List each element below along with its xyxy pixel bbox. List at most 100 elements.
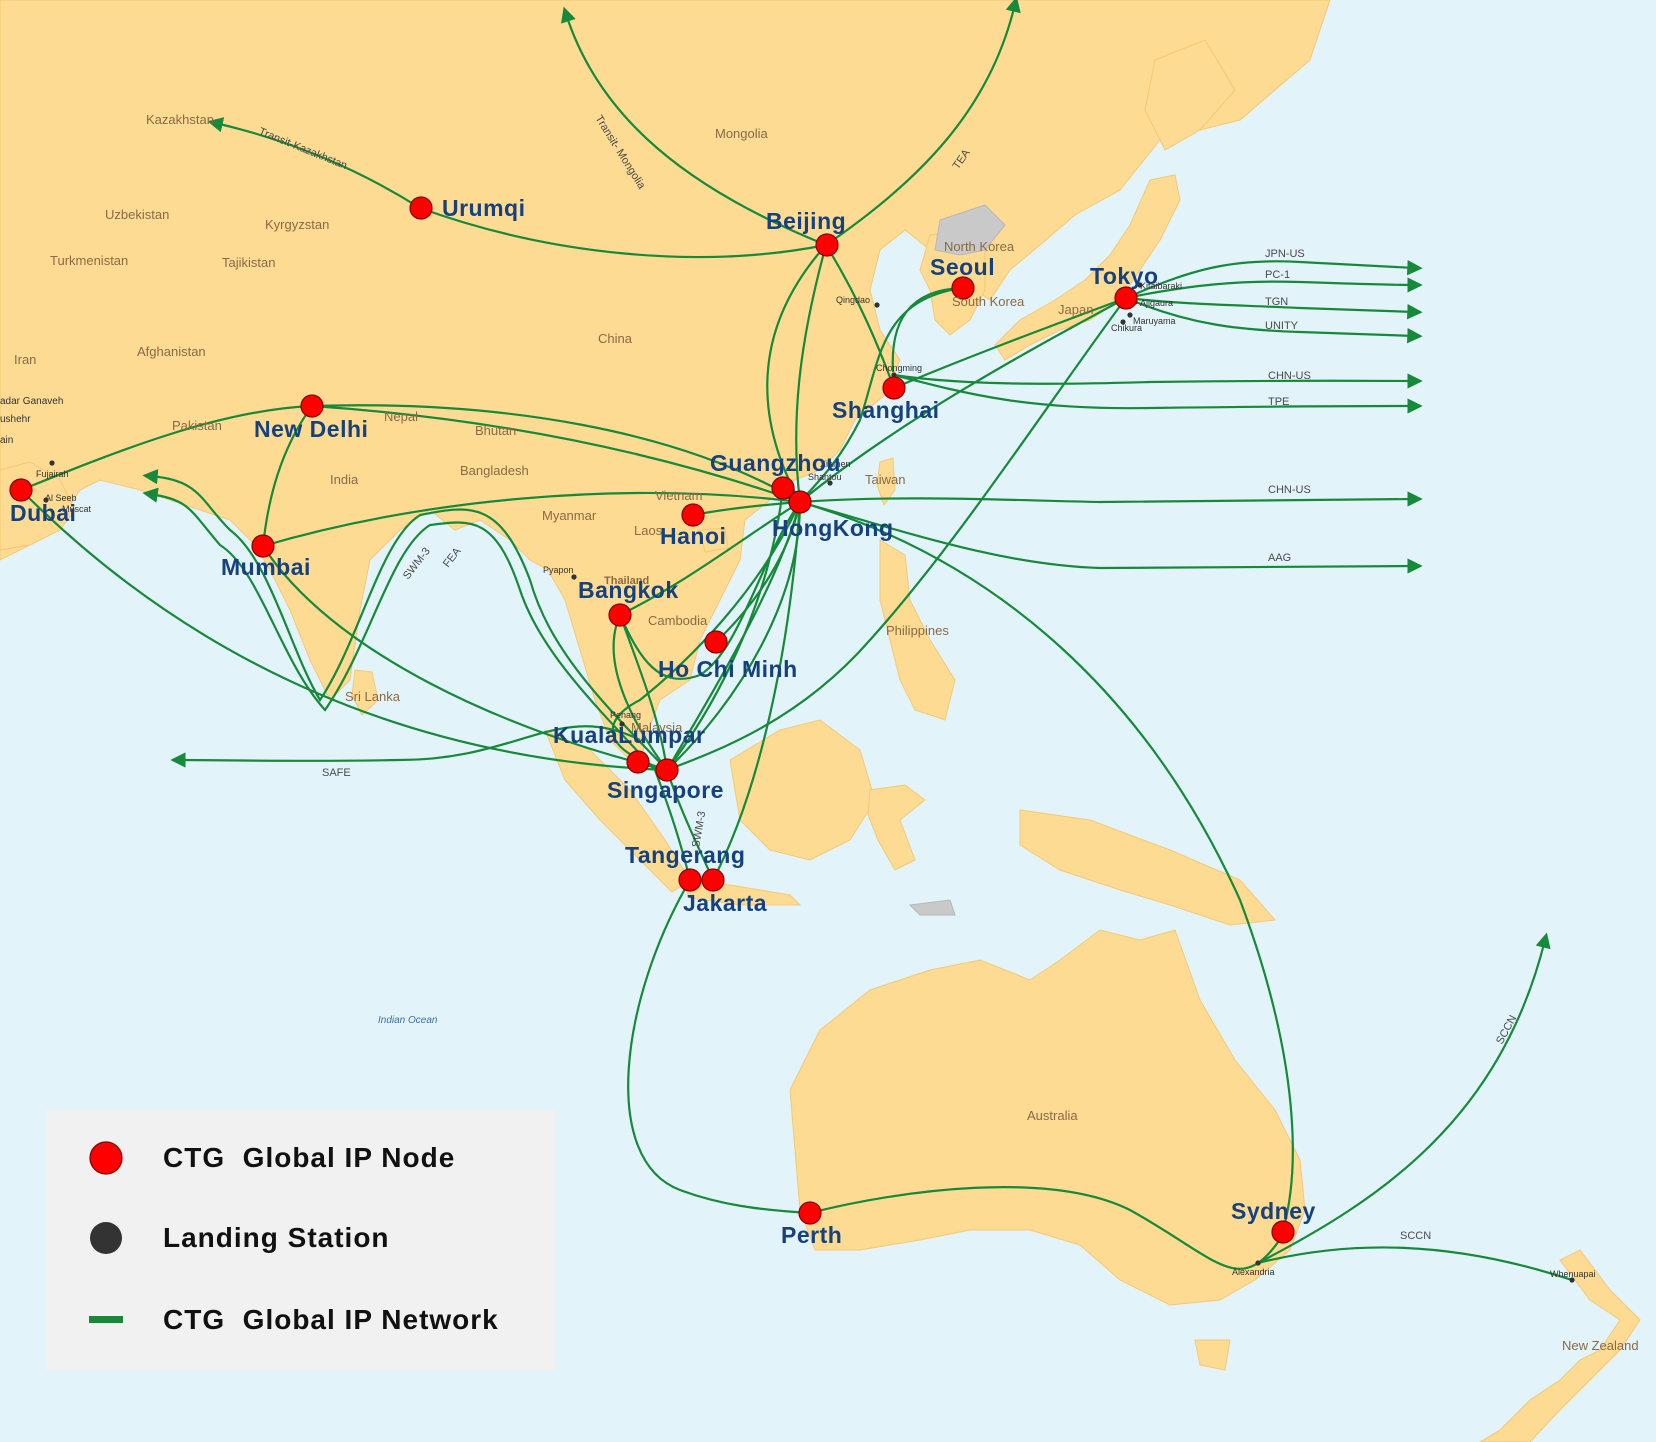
city-label-urumqi: Urumqi bbox=[442, 195, 526, 221]
station-whenuapai bbox=[1569, 1277, 1575, 1283]
node-new-delhi[interactable] bbox=[300, 394, 324, 418]
station-label: Al Seeb bbox=[45, 493, 77, 503]
country-label: Pakistan bbox=[172, 418, 222, 433]
hainan bbox=[699, 527, 729, 553]
route-newdelhi-hk bbox=[311, 404, 801, 503]
route-beijing-hk-1 bbox=[766, 244, 827, 503]
country-label: Turkmenistan bbox=[50, 253, 128, 268]
city-label-beijing: Beijing bbox=[766, 208, 846, 234]
route-perth-sydney bbox=[809, 1186, 1284, 1270]
station-label: Maruyama bbox=[1133, 316, 1176, 326]
city-label-jakarta: Jakarta bbox=[683, 890, 767, 916]
node-seoul[interactable] bbox=[951, 276, 975, 300]
node-hongkong[interactable] bbox=[788, 490, 812, 514]
node-urumqi[interactable] bbox=[409, 196, 433, 220]
tasmania bbox=[1194, 1339, 1231, 1371]
country-label: Thailand bbox=[604, 575, 649, 587]
country-label: Bangladesh bbox=[460, 463, 529, 478]
legend: CTG Global IP Node Landing Station CTG G… bbox=[45, 1110, 555, 1370]
route-hk-singapore-3 bbox=[611, 501, 802, 772]
node-perth[interactable] bbox=[798, 1201, 822, 1225]
route-chn-us-2 bbox=[799, 491, 1423, 507]
node-mumbai[interactable] bbox=[251, 534, 275, 558]
legend-label-station: Landing Station bbox=[163, 1222, 390, 1253]
country-label: Vietnam bbox=[655, 488, 702, 503]
edge-label: ushehr bbox=[0, 414, 31, 425]
country-label: Tajikistan bbox=[222, 255, 275, 270]
country-label: Myanmar bbox=[542, 508, 597, 523]
city-label-kualalumpar: KualaLumpar bbox=[553, 722, 705, 748]
ocean-label: Indian Ocean bbox=[378, 1015, 438, 1026]
station-maruyama bbox=[1127, 312, 1133, 318]
country-label: Iran bbox=[14, 352, 36, 367]
city-label-tokyo: Tokyo bbox=[1090, 263, 1159, 289]
station-label: Shantou bbox=[808, 472, 842, 482]
node-tangerang[interactable] bbox=[678, 868, 702, 892]
route-hk-hcm-loop bbox=[618, 501, 801, 680]
city-label-perth: Perth bbox=[781, 1222, 842, 1248]
edge-label: ain bbox=[0, 435, 13, 446]
country-label: Mongolia bbox=[715, 126, 769, 141]
node-beijing[interactable] bbox=[815, 233, 839, 257]
country-label: New Zealand bbox=[1562, 1338, 1639, 1353]
station-shantou bbox=[827, 480, 833, 486]
country-label: Australia bbox=[1027, 1108, 1078, 1123]
legend-label-network: CTG Global IP Network bbox=[163, 1304, 499, 1335]
route-sydney-sccn-north bbox=[1257, 932, 1551, 1264]
country-label: Taiwan bbox=[865, 472, 905, 487]
node-singapore[interactable] bbox=[655, 758, 679, 782]
node-kualalumpar[interactable] bbox=[626, 750, 650, 774]
legend-row-network: CTG Global IP Network bbox=[45, 1290, 555, 1350]
node-bangkok[interactable] bbox=[608, 603, 632, 627]
gray-island-1 bbox=[908, 899, 956, 916]
route-pc1 bbox=[1125, 277, 1423, 300]
country-label: Bhutan bbox=[475, 423, 516, 438]
station-label: Pyapon bbox=[543, 565, 574, 575]
route-tokyo-hk bbox=[799, 297, 1127, 503]
cable-label: PC-1 bbox=[1265, 269, 1290, 281]
north-korea bbox=[934, 204, 1006, 256]
node-ho-chi-minh[interactable] bbox=[704, 630, 728, 654]
route-swm3-fea-1 bbox=[142, 468, 668, 771]
cable-label: UNITY bbox=[1265, 320, 1299, 332]
route-sydney-nz bbox=[1257, 1246, 1573, 1282]
route-tangerang-perth bbox=[627, 879, 811, 1215]
node-sydney[interactable] bbox=[1271, 1220, 1295, 1244]
station-label: Chongming bbox=[876, 363, 922, 373]
cable-label: TGN bbox=[1265, 296, 1288, 308]
node-dubai[interactable] bbox=[9, 478, 33, 502]
country-label: China bbox=[598, 331, 633, 346]
country-label: Kyrgyzstan bbox=[265, 217, 329, 232]
station-labels: Qingdao Chongming Shantou Xiamen Kitaiba… bbox=[36, 281, 1596, 1279]
route-dubai-newdelhi bbox=[20, 404, 313, 492]
cable-label: CHN-US bbox=[1268, 370, 1311, 382]
node-jakarta[interactable] bbox=[701, 868, 725, 892]
node-icon bbox=[89, 1141, 123, 1175]
city-label-guangzhou: Guangzhou bbox=[710, 450, 841, 476]
station-kitaibaraki bbox=[1137, 282, 1143, 288]
route-tgn bbox=[1125, 296, 1423, 320]
route-newdelhi-mumbai bbox=[261, 405, 313, 547]
node-guangzhou[interactable] bbox=[771, 476, 795, 500]
new-zealand bbox=[1479, 1249, 1641, 1442]
edge-label: adar Ganaveh bbox=[0, 396, 63, 407]
route-beijing-mongolia bbox=[561, 6, 827, 247]
node-shanghai[interactable] bbox=[882, 376, 906, 400]
country-label: South Korea bbox=[952, 294, 1025, 309]
city-label-mumbai: Mumbai bbox=[221, 554, 311, 580]
cable-label: SAFE bbox=[322, 767, 351, 779]
route-beijing-hk-2 bbox=[795, 244, 828, 503]
country-label: Sri Lanka bbox=[345, 689, 401, 704]
city-label-ho-chi-minh: Ho Chi Minh bbox=[658, 656, 798, 682]
cable-label: AAG bbox=[1268, 552, 1291, 564]
station-label: Qingdao bbox=[836, 295, 870, 305]
node-tokyo[interactable] bbox=[1114, 286, 1138, 310]
station-chikura bbox=[1120, 319, 1126, 325]
station-label: Alexandria bbox=[1232, 1267, 1275, 1277]
country-label: Cambodia bbox=[648, 613, 708, 628]
cable-label: TPE bbox=[1268, 396, 1289, 408]
city-label-singapore: Singapore bbox=[607, 777, 724, 803]
city-label-hongkong: HongKong bbox=[772, 515, 894, 541]
node-hanoi[interactable] bbox=[681, 503, 705, 527]
